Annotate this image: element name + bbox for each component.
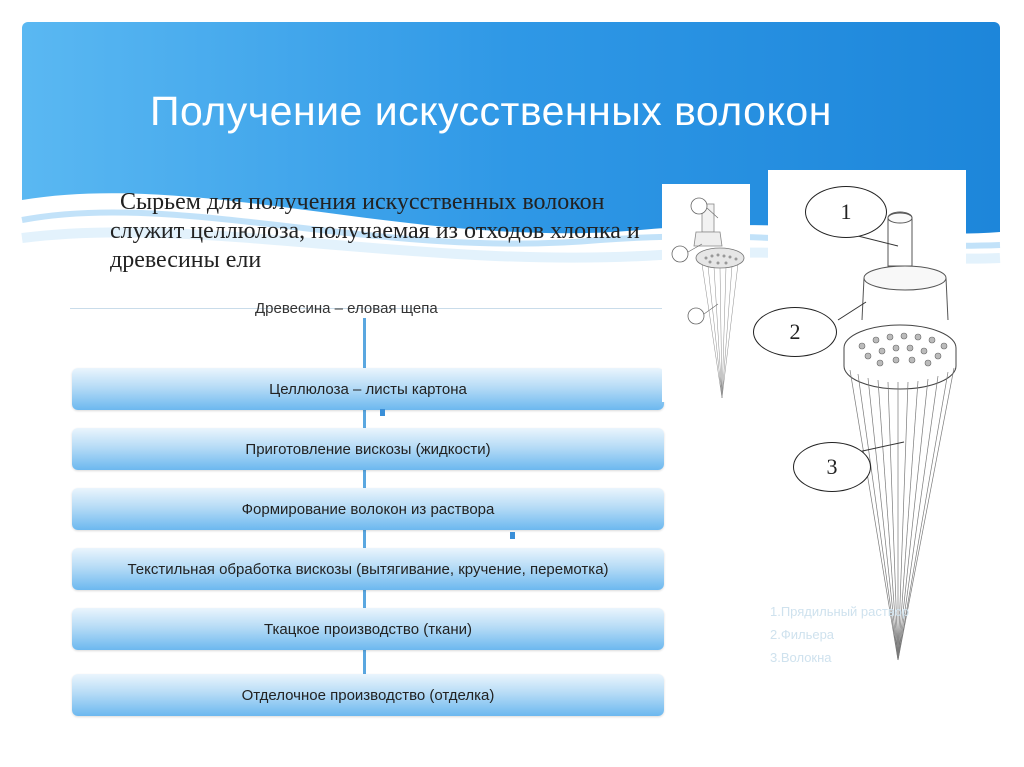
flow-step-finishing: Отделочное производство (отделка) [72, 674, 664, 716]
legend-item: 3.Волокна [770, 650, 832, 665]
callout-3: 3 [793, 442, 871, 492]
spinneret-small-illustration [662, 184, 750, 402]
callout-2: 2 [753, 307, 837, 357]
flow-step-fiber-forming: Формирование волокон из раствора [72, 488, 664, 530]
spinneret-large-illustration [768, 170, 966, 661]
intro-paragraph: Сырьем для получения искусственных волок… [110, 188, 670, 275]
flow-top-label: Древесина – еловая щепа [255, 300, 438, 317]
divider-line [70, 308, 662, 309]
intro-text: Сырьем для получения искусственных волок… [110, 189, 640, 273]
slide-title: Получение искусственных волокон [150, 88, 832, 134]
connector-dot [380, 409, 385, 416]
diagram-legend: 1.Прядильный раствор 2.Фильера 3.Волокна [770, 600, 909, 669]
flow-step-weaving: Ткацкое производство (ткани) [72, 608, 664, 650]
flow-step-textile-processing: Текстильная обработка вискозы (вытягиван… [72, 548, 664, 590]
connector-dot [510, 532, 515, 539]
callout-1: 1 [805, 186, 887, 238]
legend-item: 2.Фильера [770, 627, 835, 642]
flow-step-cellulose: Целлюлоза – листы картона [72, 368, 664, 410]
flow-step-viscose: Приготовление вискозы (жидкости) [72, 428, 664, 470]
legend-item: 1.Прядильный раствор [770, 604, 910, 619]
